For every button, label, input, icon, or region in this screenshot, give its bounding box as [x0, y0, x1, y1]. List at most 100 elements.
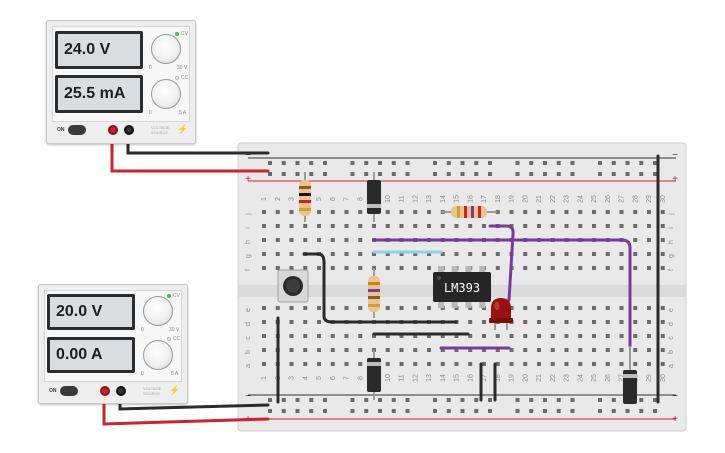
terminal-hole[interactable] — [427, 224, 431, 228]
terminal-hole[interactable] — [289, 334, 294, 338]
rail-hole[interactable] — [446, 409, 451, 413]
terminal-hole[interactable] — [413, 306, 418, 310]
terminal-hole[interactable] — [482, 320, 486, 324]
terminal-hole[interactable] — [647, 348, 651, 352]
terminal-hole[interactable] — [537, 210, 541, 214]
psu-bottom-voltage-knob[interactable] — [143, 296, 173, 326]
terminal-hole[interactable] — [523, 362, 528, 366]
terminal-hole[interactable] — [592, 306, 596, 310]
wire-purple-led[interactable] — [488, 224, 515, 302]
terminal-hole[interactable] — [523, 266, 528, 270]
terminal-hole[interactable] — [385, 210, 390, 214]
terminal-hole[interactable] — [289, 238, 294, 242]
terminal-hole[interactable] — [660, 266, 665, 270]
rail-hole[interactable] — [405, 398, 410, 402]
rail-hole[interactable] — [364, 161, 369, 165]
terminal-hole[interactable] — [619, 210, 624, 214]
terminal-hole[interactable] — [289, 210, 294, 214]
breadboard-holes[interactable] — [262, 161, 665, 413]
terminal-hole[interactable] — [317, 266, 321, 270]
terminal-hole[interactable] — [509, 210, 514, 214]
terminal-hole[interactable] — [550, 224, 555, 228]
terminal-hole[interactable] — [289, 362, 294, 366]
terminal-hole[interactable] — [578, 224, 583, 228]
terminal-hole[interactable] — [482, 224, 486, 228]
terminal-hole[interactable] — [523, 224, 528, 228]
terminal-hole[interactable] — [317, 238, 321, 242]
rail-hole[interactable] — [391, 161, 396, 165]
rail-hole[interactable] — [474, 172, 479, 176]
rail-hole[interactable] — [488, 409, 492, 413]
rail-hole[interactable] — [488, 398, 492, 402]
rail-hole[interactable] — [378, 398, 382, 402]
terminal-hole[interactable] — [303, 224, 308, 228]
terminal-hole[interactable] — [495, 266, 500, 270]
terminal-hole[interactable] — [468, 362, 473, 366]
rail-hole[interactable] — [323, 172, 327, 176]
terminal-hole[interactable] — [344, 238, 349, 242]
terminal-hole[interactable] — [330, 210, 335, 214]
terminal-hole[interactable] — [427, 306, 431, 310]
terminal-hole[interactable] — [399, 210, 404, 214]
terminal-hole[interactable] — [303, 266, 308, 270]
terminal-hole[interactable] — [619, 348, 624, 352]
psu-bottom-power-switch[interactable]: ON — [49, 386, 78, 396]
terminal-hole[interactable] — [275, 210, 280, 214]
terminal-hole[interactable] — [317, 224, 321, 228]
terminal-hole[interactable] — [619, 362, 624, 366]
terminal-hole[interactable] — [468, 320, 473, 324]
terminal-hole[interactable] — [468, 224, 473, 228]
terminal-hole[interactable] — [482, 252, 486, 256]
rail-hole[interactable] — [529, 161, 534, 165]
rail-hole[interactable] — [611, 409, 616, 413]
terminal-hole[interactable] — [413, 210, 418, 214]
rail-hole[interactable] — [281, 409, 286, 413]
rail-hole[interactable] — [378, 409, 382, 413]
terminal-hole[interactable] — [660, 252, 665, 256]
terminal-hole[interactable] — [454, 252, 459, 256]
push-button[interactable] — [277, 269, 309, 303]
terminal-hole[interactable] — [660, 320, 665, 324]
terminal-hole[interactable] — [330, 362, 335, 366]
rail-hole[interactable] — [570, 172, 575, 176]
rail-hole[interactable] — [309, 161, 314, 165]
rail-hole[interactable] — [598, 161, 602, 165]
terminal-hole[interactable] — [578, 210, 583, 214]
wire-bottom-psu-positive[interactable] — [102, 392, 270, 426]
terminal-hole[interactable] — [564, 224, 569, 228]
terminal-hole[interactable] — [358, 266, 363, 270]
terminal-hole[interactable] — [495, 210, 500, 214]
rail-hole[interactable] — [543, 161, 547, 165]
rail-hole[interactable] — [488, 172, 492, 176]
power-supply-top[interactable]: 24.0 V 25.5 mA CV CC 0 30 V 0 5 A ON VOL… — [46, 20, 196, 144]
terminal-hole[interactable] — [592, 266, 596, 270]
terminal-hole[interactable] — [605, 334, 610, 338]
rail-hole[interactable] — [323, 398, 327, 402]
rail-hole[interactable] — [543, 409, 547, 413]
terminal-hole[interactable] — [262, 210, 266, 214]
rail-hole[interactable] — [515, 398, 520, 402]
terminal-hole[interactable] — [592, 320, 596, 324]
rail-hole[interactable] — [543, 398, 547, 402]
terminal-hole[interactable] — [550, 252, 555, 256]
rail-hole[interactable] — [378, 161, 382, 165]
terminal-hole[interactable] — [468, 252, 473, 256]
rail-hole[interactable] — [446, 161, 451, 165]
resistor-horizontal[interactable] — [441, 206, 497, 218]
terminal-hole[interactable] — [344, 266, 349, 270]
terminal-hole[interactable] — [660, 348, 665, 352]
terminal-hole[interactable] — [289, 266, 294, 270]
terminal-hole[interactable] — [633, 320, 638, 324]
rail-hole[interactable] — [611, 398, 616, 402]
rail-hole[interactable] — [653, 172, 657, 176]
ic-lm393[interactable]: LM393 — [433, 266, 491, 308]
terminal-hole[interactable] — [317, 306, 321, 310]
terminal-hole[interactable] — [647, 334, 651, 338]
rail-hole[interactable] — [598, 172, 602, 176]
terminal-hole[interactable] — [523, 306, 528, 310]
rail-hole[interactable] — [653, 398, 657, 402]
rail-hole[interactable] — [364, 398, 369, 402]
terminal-hole[interactable] — [537, 334, 541, 338]
terminal-hole[interactable] — [413, 266, 418, 270]
